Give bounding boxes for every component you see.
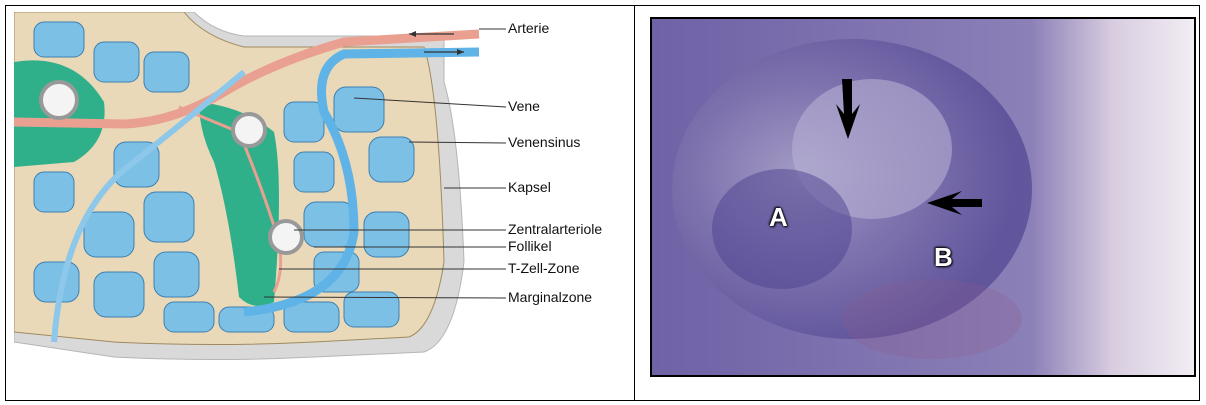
label-zentralarteriole: Zentralarteriole bbox=[508, 221, 602, 237]
central-arteriole-3 bbox=[270, 221, 302, 253]
micrograph: A B bbox=[650, 17, 1196, 377]
marker-b: B bbox=[934, 242, 953, 273]
spleen-diagram: Arterie Vene Venensinus Kapsel Zentralar… bbox=[14, 12, 634, 372]
label-venensinus: Venensinus bbox=[508, 134, 580, 150]
label-t-zell-zone: T-Zell-Zone bbox=[508, 260, 580, 276]
micrograph-texture bbox=[652, 19, 1194, 375]
pink-region bbox=[842, 279, 1022, 359]
central-arteriole-1 bbox=[41, 82, 77, 118]
marker-a: A bbox=[769, 202, 788, 233]
label-vene: Vene bbox=[508, 98, 540, 114]
label-follikel: Follikel bbox=[508, 238, 552, 254]
panel-divider bbox=[634, 5, 635, 401]
label-kapsel: Kapsel bbox=[508, 179, 551, 195]
label-marginalzone: Marginalzone bbox=[508, 289, 592, 305]
label-arterie: Arterie bbox=[508, 20, 549, 36]
central-arteriole-2 bbox=[233, 114, 265, 146]
